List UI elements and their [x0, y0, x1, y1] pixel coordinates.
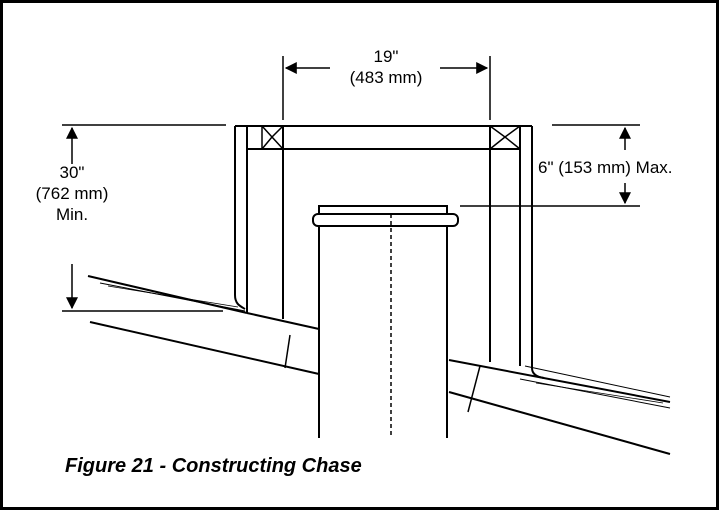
left-roof-section	[87, 275, 320, 375]
top-gap-dimension: 6" (153 mm) Max.	[538, 158, 673, 177]
height-dimension-inches: 30"	[59, 163, 85, 182]
height-dimension-mm: (762 mm)	[35, 184, 109, 203]
width-dimension-mm: (483 mm)	[349, 68, 423, 87]
chase-framework	[234, 125, 545, 379]
top-gap-dimension-lines	[460, 124, 640, 207]
height-dimension-lines	[62, 124, 226, 312]
height-dimension-note: Min.	[55, 205, 89, 224]
width-dimension-inches: 19"	[373, 47, 399, 66]
right-roof-section	[448, 359, 671, 455]
flue-pipe	[312, 205, 459, 438]
blocking-hatching	[261, 125, 521, 150]
figure-caption: Figure 21 - Constructing Chase	[65, 455, 362, 477]
width-dimension-lines	[282, 56, 491, 120]
